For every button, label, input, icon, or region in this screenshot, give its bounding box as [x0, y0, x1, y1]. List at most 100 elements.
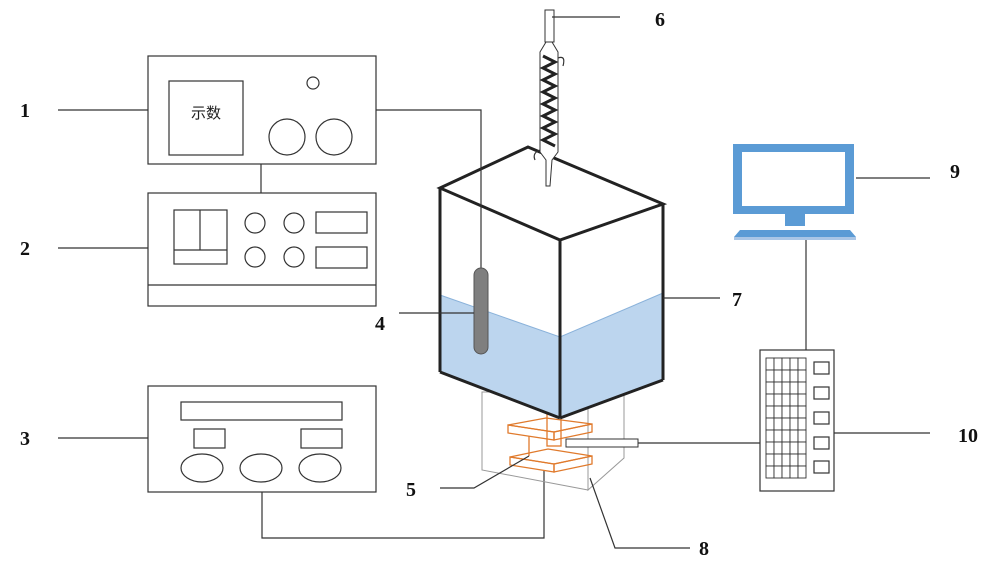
- keypad-key: [789, 393, 799, 407]
- keypad-key: [797, 357, 807, 371]
- keypad-key: [773, 381, 783, 395]
- instrument-2-controller: [147, 192, 377, 307]
- keypad-key: [789, 369, 799, 383]
- keypad-key: [765, 381, 775, 395]
- supply-display: [180, 401, 343, 421]
- keypad-key: [797, 465, 807, 479]
- label-8: 8: [699, 538, 709, 560]
- keypad-key: [789, 441, 799, 455]
- meter-knob-left: [268, 118, 306, 156]
- keypad-key: [797, 405, 807, 419]
- keypad-key: [781, 357, 791, 371]
- keypad-key: [789, 465, 799, 479]
- daq-keypad: [765, 357, 807, 479]
- keypad-key: [765, 357, 775, 371]
- label-2: 2: [20, 238, 30, 260]
- supply-button: [193, 428, 226, 449]
- instrument-1-meter: 示数: [147, 55, 377, 165]
- supply-button: [300, 428, 343, 449]
- keypad-key: [789, 453, 799, 467]
- keypad-key: [773, 441, 783, 455]
- wire-meter-to-probe: [376, 109, 482, 272]
- controller-knob: [244, 246, 266, 268]
- keypad-key: [781, 405, 791, 419]
- keypad-key: [773, 393, 783, 407]
- label-10: 10: [958, 425, 978, 447]
- meter-display: [168, 80, 244, 156]
- keypad-key: [797, 429, 807, 443]
- meter-display-text: 示数: [191, 104, 221, 122]
- keypad-key: [797, 417, 807, 431]
- keypad-key: [765, 405, 775, 419]
- keypad-key: [773, 465, 783, 479]
- label-6: 6: [655, 9, 665, 31]
- keypad-key: [781, 369, 791, 383]
- keypad-key: [765, 429, 775, 443]
- keypad-key: [797, 393, 807, 407]
- keypad-key: [773, 357, 783, 371]
- reflux-condenser-6: [533, 9, 565, 187]
- supply-dial: [239, 453, 283, 483]
- keypad-key: [765, 441, 775, 455]
- controller-knob: [283, 212, 305, 234]
- daq-button: [813, 460, 830, 474]
- supply-dial: [180, 453, 224, 483]
- keypad-key: [781, 393, 791, 407]
- label-1: 1: [20, 100, 30, 122]
- monitor-neck: [785, 214, 805, 226]
- label-4: 4: [375, 313, 385, 335]
- water-tank-7: [436, 145, 668, 420]
- water-front: [440, 295, 560, 418]
- controller-readout: [315, 246, 368, 269]
- supply-dial: [298, 453, 342, 483]
- condenser-outlet: [557, 56, 565, 67]
- keypad-key: [797, 453, 807, 467]
- keypad-key: [789, 405, 799, 419]
- label-5: 5: [406, 479, 416, 501]
- daq-button: [813, 436, 830, 450]
- keypad-key: [765, 453, 775, 467]
- keypad-key: [765, 465, 775, 479]
- controller-knob: [244, 212, 266, 234]
- keypad-key: [789, 381, 799, 395]
- keypad-key: [781, 381, 791, 395]
- label-9: 9: [950, 161, 960, 183]
- condenser-coil: [539, 54, 559, 148]
- keypad-key: [789, 357, 799, 371]
- keypad-key: [781, 417, 791, 431]
- controller-knob: [283, 246, 305, 268]
- meter-indicator-light: [306, 76, 320, 90]
- keypad-key: [765, 393, 775, 407]
- keypad-key: [781, 429, 791, 443]
- leader-5: [440, 455, 530, 489]
- leader-8: [589, 477, 690, 549]
- keypad-key: [773, 417, 783, 431]
- daq-button: [813, 386, 830, 400]
- keypad-key: [765, 417, 775, 431]
- keypad-key: [797, 441, 807, 455]
- daq-button: [813, 411, 830, 425]
- computer-monitor-9: [733, 144, 856, 240]
- keypad-key: [781, 441, 791, 455]
- keypad-key: [781, 465, 791, 479]
- meter-knob-right: [315, 118, 353, 156]
- instrument-3-power-supply: [147, 385, 377, 493]
- water-side: [560, 293, 663, 418]
- keypad-key: [765, 369, 775, 383]
- monitor-stand: [734, 230, 856, 237]
- keypad-key: [773, 369, 783, 383]
- keypad-key: [789, 417, 799, 431]
- keypad-key: [773, 453, 783, 467]
- keypad-key: [773, 429, 783, 443]
- label-7: 7: [732, 289, 742, 311]
- data-acquisition-unit-10: [759, 349, 835, 492]
- keypad-key: [797, 381, 807, 395]
- daq-button: [813, 361, 830, 375]
- keypad-key: [797, 369, 807, 383]
- condenser-inlet: [533, 149, 541, 161]
- keypad-key: [789, 429, 799, 443]
- keypad-key: [781, 453, 791, 467]
- label-3: 3: [20, 428, 30, 450]
